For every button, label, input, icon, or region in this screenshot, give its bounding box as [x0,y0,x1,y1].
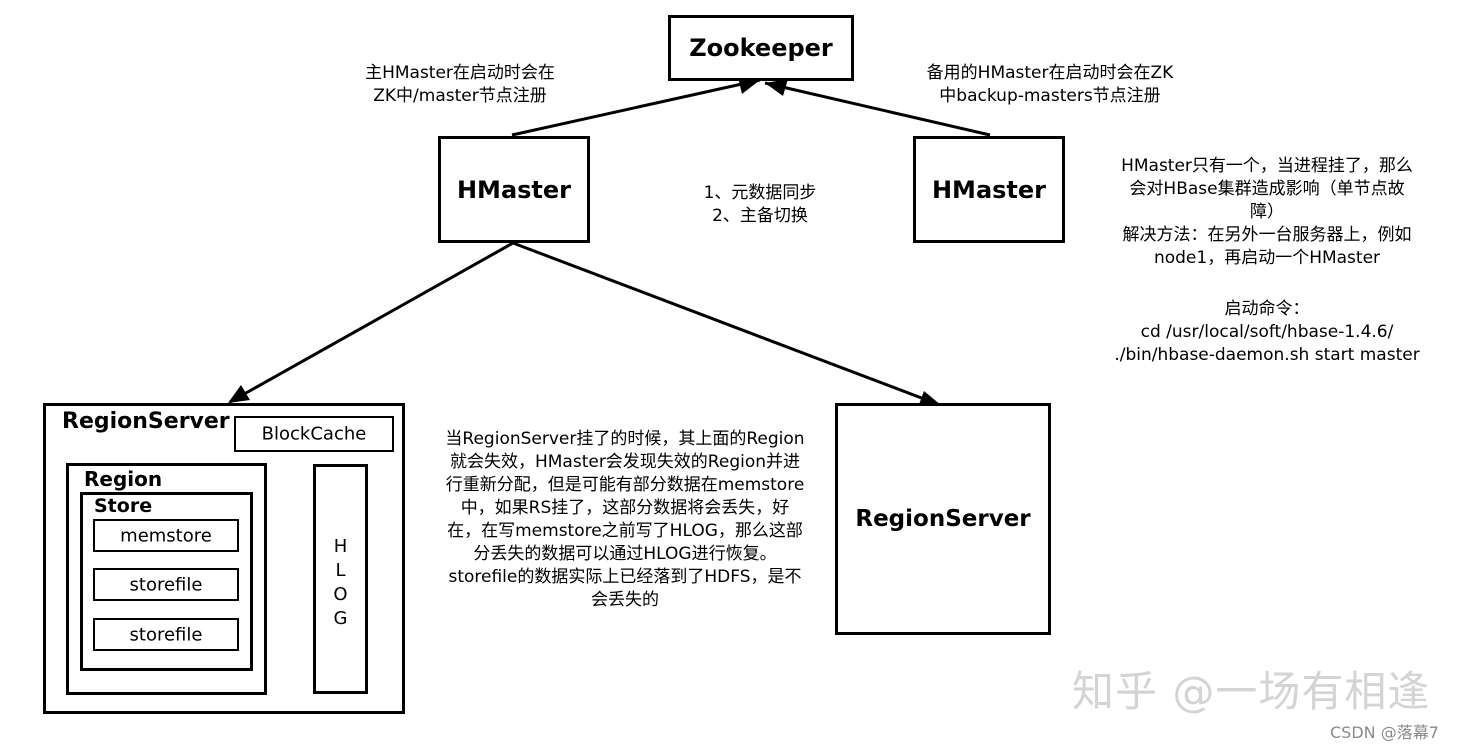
region-box: Region Store memstore storefile storefil… [66,463,267,695]
hlog-box: H L O G [313,464,368,694]
watermark-csdn: CSDN @落幕7 [1330,723,1439,742]
arrow-hmaster-to-regionserver-right [512,241,941,407]
hmaster-backup-box: HMaster [913,136,1065,243]
arrow-hmaster-to-regionserver-left [229,241,514,404]
annotation-start-command: 启动命令： cd /usr/local/soft/hbase-1.4.6/ ./… [1114,299,1420,365]
zookeeper-box: Zookeeper [668,15,854,81]
storefile-label-1: storefile [129,574,203,595]
hlog-letter-l: L [335,560,346,581]
hlog-letter-h: H [333,536,348,557]
memstore-label: memstore [120,525,212,546]
storefile-label-2: storefile [129,624,203,645]
storefile-box-1: storefile [93,568,239,601]
annotation-regionserver-failure: 当RegionServer挂了的时候，其上面的Region 就会失效，HMast… [445,429,805,610]
hmaster-active-label: HMaster [456,175,572,204]
memstore-box: memstore [93,519,239,552]
arrowhead-left-zookeeper [738,77,760,94]
arrowhead-right-zookeeper [765,79,788,96]
blockcache-label: BlockCache [261,423,367,445]
arrow-backup-hmaster-to-zookeeper [764,81,991,137]
annotation-active-master: 主HMaster在启动时会在 ZK中/master节点注册 [365,63,555,106]
regionserver-left-title: RegionServer [62,409,230,434]
hmaster-backup-label: HMaster [931,175,1047,204]
store-box: Store memstore storefile storefile [80,492,253,671]
hlog-letter-o: O [333,584,348,605]
annotation-backup-master: 备用的HMaster在启动时会在ZK 中backup-masters节点注册 [926,63,1174,106]
arrowhead-regionserver-left [228,385,250,403]
store-title: Store [94,495,153,517]
regionserver-right-label: RegionServer [855,506,1031,532]
region-title: Region [84,467,163,491]
arrow-hmaster-to-zookeeper [511,78,761,137]
zookeeper-label: Zookeeper [689,34,833,62]
watermark-zhihu: 知乎 @一场有相逢 [1072,667,1431,716]
annotation-sync: 1、元数据同步 2、主备切换 [703,183,817,226]
storefile-box-2: storefile [93,618,239,651]
regionserver-right-box: RegionServer [835,403,1051,635]
annotation-single-point: HMaster只有一个，当进程挂了，那么 会对HBase集群造成影响（单节点故 … [1121,156,1413,268]
hlog-letter-g: G [333,608,348,629]
blockcache-box: BlockCache [234,416,394,452]
regionserver-left-box: RegionServer BlockCache Region Store mem… [43,403,405,714]
hlog-label: H L O G [316,535,365,631]
hmaster-active-box: HMaster [438,136,590,243]
